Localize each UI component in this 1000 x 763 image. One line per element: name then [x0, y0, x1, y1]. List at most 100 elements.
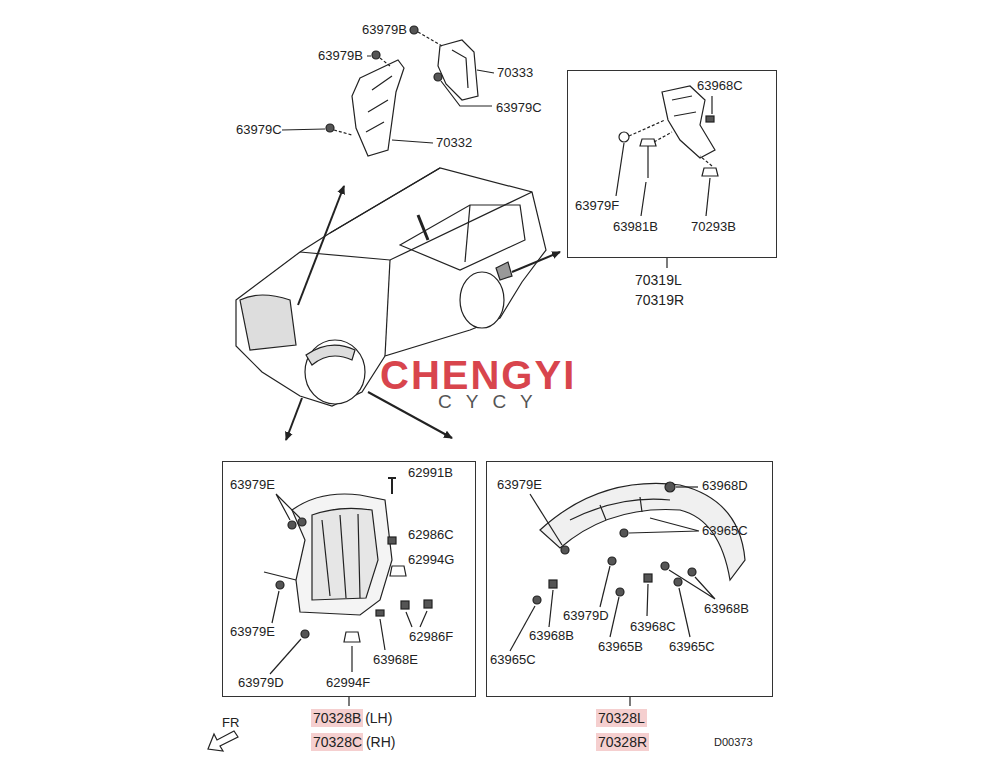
- rear-liner-parts: [665, 482, 675, 492]
- view-arrows: [298, 186, 344, 305]
- rear-liner-parts: [647, 584, 648, 616]
- rear-liner-parts: [533, 596, 541, 604]
- fender-trim-parts: [438, 40, 478, 100]
- car-outline: [306, 345, 355, 365]
- callout-number: 63968D: [702, 478, 748, 494]
- front-liner-parts: [264, 572, 296, 623]
- callout-number: 63968C: [630, 619, 676, 635]
- front-liner-parts: [406, 611, 427, 627]
- car-outline: [465, 205, 470, 262]
- bracket-parts: [706, 178, 710, 216]
- bracket-parts: [616, 86, 718, 216]
- watermark: CHENGYI: [380, 355, 576, 395]
- rear-liner-parts: [510, 482, 745, 651]
- front-direction-arrow: [208, 731, 238, 751]
- watermark: CYCY: [438, 392, 547, 412]
- bracket-parts: [711, 96, 712, 114]
- rear-liner-parts: [674, 578, 682, 586]
- bracket-parts: [629, 120, 712, 166]
- bracket-parts: [616, 143, 624, 196]
- car-outline: [330, 168, 440, 233]
- parts-box: 70328B (LH)70328C (RH): [222, 461, 476, 697]
- fender-trim-parts: [410, 26, 418, 34]
- front-liner-parts: [292, 494, 392, 615]
- rear-liner-parts: [608, 557, 616, 565]
- bracket-parts: [619, 132, 629, 142]
- rear-liner-parts: [688, 568, 696, 576]
- rear-liner-parts: [629, 518, 699, 533]
- bracket-parts: [672, 96, 696, 116]
- car-outline: [460, 272, 504, 328]
- front-liner-parts: [351, 646, 352, 672]
- rear-liner-parts: [644, 574, 652, 582]
- callout-number: 63979B: [362, 22, 407, 38]
- fender-trim-parts: [326, 124, 334, 132]
- bracket-parts: [706, 116, 714, 122]
- part-number-heading: 70328R: [596, 733, 649, 751]
- fender-trim-parts: [352, 60, 404, 156]
- callout-number: 63979D: [563, 608, 609, 624]
- view-arrows: [286, 398, 302, 440]
- front-liner-parts: [301, 630, 309, 638]
- callout-number: 70333: [497, 65, 533, 81]
- callout-number: 62986F: [409, 629, 453, 645]
- front-liner-parts: [276, 494, 300, 520]
- callout-number: 63968B: [529, 628, 574, 644]
- rear-liner-parts: [616, 588, 624, 596]
- front-direction-arrow: [208, 731, 238, 751]
- callout-number: 63979E: [230, 477, 275, 493]
- car-outline: [418, 215, 428, 240]
- callout-number: 62991B: [408, 465, 453, 481]
- car-outline: [305, 340, 365, 404]
- rear-liner-parts: [620, 529, 628, 537]
- part-number-heading: 70328L: [596, 709, 647, 727]
- car-outline: [240, 295, 296, 350]
- callout-number: 63979E: [230, 624, 275, 640]
- fender-trim-parts: [334, 32, 442, 135]
- drawing-number: D00373: [714, 734, 753, 750]
- front-liner-parts: [276, 581, 284, 589]
- fender-trim-parts: [452, 50, 468, 88]
- front-liner-parts: [322, 514, 360, 598]
- car-outline: [496, 262, 512, 280]
- callout-number: 63965C: [702, 523, 748, 539]
- front-liner-parts: [288, 521, 296, 529]
- car-outline: [400, 205, 525, 270]
- heading-ticks: [349, 258, 667, 706]
- front-liner-parts: [270, 639, 301, 674]
- callout-number: 63965C: [669, 639, 715, 655]
- front-liner-parts: [390, 566, 406, 576]
- front-liner-parts: [312, 508, 378, 600]
- bracket-parts: [662, 86, 715, 158]
- direction-label: FR: [222, 715, 239, 731]
- callout-number: 63979F: [575, 198, 619, 214]
- part-number-heading: 70319R: [633, 291, 686, 309]
- parts-box: 70319L70319R: [567, 70, 777, 258]
- heading-ticks: [348, 697, 349, 706]
- callout-number: 63981B: [613, 219, 658, 235]
- callout-number: 62994G: [408, 552, 454, 568]
- front-liner-parts: [298, 518, 306, 526]
- callout-number: 62994F: [326, 675, 370, 691]
- fender-trim-parts: [372, 51, 380, 59]
- rear-liner-parts: [610, 597, 619, 637]
- rear-liner-parts: [679, 588, 690, 637]
- fender-trim-parts: [434, 73, 442, 81]
- front-liner-parts: [376, 610, 384, 616]
- callout-number: 62986C: [408, 527, 454, 543]
- rear-liner-parts: [549, 580, 557, 588]
- fender-trim-parts: [366, 76, 392, 132]
- fender-trim-parts: [282, 56, 494, 143]
- bracket-parts: [640, 139, 656, 146]
- part-number-heading: 70319L: [633, 271, 684, 289]
- heading-ticks: [629, 697, 630, 706]
- car-outline: [385, 260, 390, 356]
- part-number-heading: 70328C (RH): [311, 733, 397, 751]
- fender-trim-parts: [282, 26, 494, 156]
- callout-number: 63979B: [318, 48, 363, 64]
- rear-liner-parts: [530, 494, 562, 545]
- front-liner-parts: [344, 632, 360, 642]
- front-liner-parts: [424, 600, 432, 608]
- callout-number: 63965B: [598, 639, 643, 655]
- front-liner-parts: [264, 478, 432, 674]
